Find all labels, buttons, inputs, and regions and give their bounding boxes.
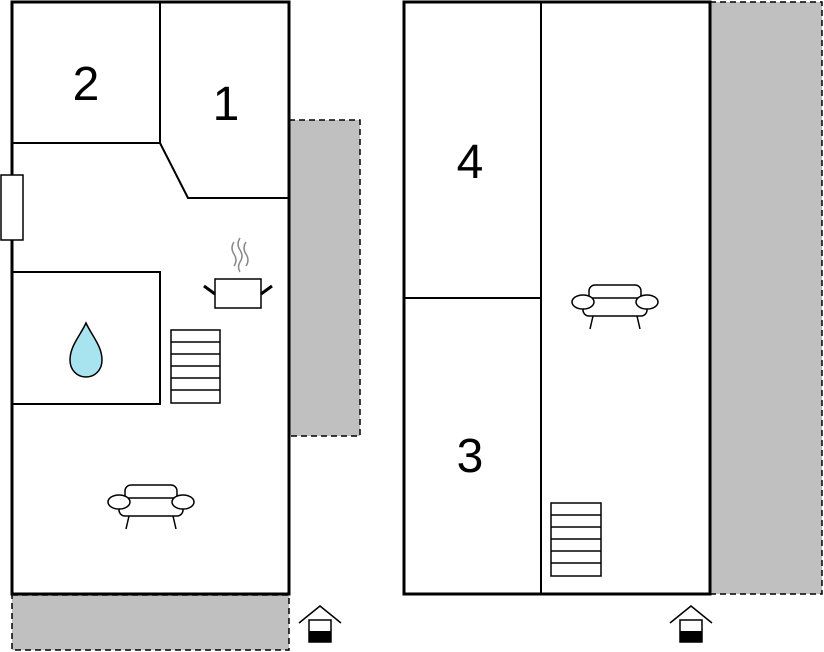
ground-floor: 2 1	[0, 0, 361, 651]
terrace-right	[288, 119, 361, 437]
room-label-2: 2	[73, 58, 100, 111]
entrance-icon	[669, 605, 713, 643]
terrace-bottom	[11, 594, 290, 651]
sofa-icon	[107, 484, 195, 530]
terrace-upper	[709, 1, 823, 595]
entrance-icon	[298, 605, 342, 643]
stairs-icon	[550, 502, 602, 577]
room-label-1: 1	[213, 78, 240, 131]
sofa-icon	[571, 284, 659, 330]
cooking-pot-icon	[203, 237, 273, 309]
stairs-icon	[170, 329, 221, 404]
upper-floor: 4 3	[402, 0, 823, 643]
window	[0, 174, 24, 241]
water-drop-icon	[69, 321, 103, 378]
room-label-4: 4	[457, 136, 484, 189]
room-label-3: 3	[457, 430, 484, 483]
wall-1-bottom	[159, 142, 289, 199]
bathroom	[11, 271, 161, 405]
